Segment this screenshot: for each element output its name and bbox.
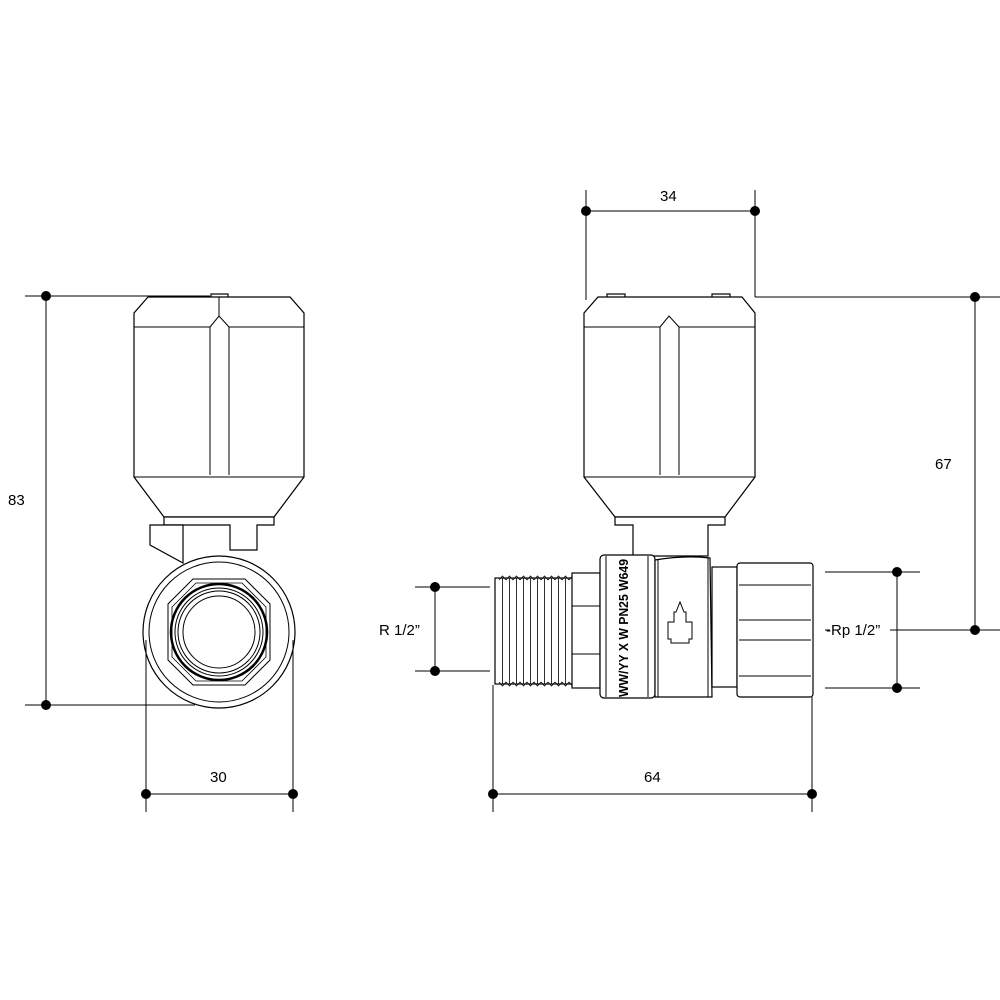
thread-ridge	[505, 575, 514, 687]
thread-ridge	[512, 575, 521, 687]
dim-label-30: 30	[210, 769, 227, 786]
dim-label-67: 67	[935, 456, 952, 473]
thread-ridge	[519, 575, 528, 687]
dim-label-r-half: R 1/2”	[379, 622, 420, 639]
dimension-34: 34	[581, 188, 760, 300]
thread-ridge	[561, 575, 570, 687]
dim-label-34: 34	[660, 188, 677, 205]
front-view-valve	[133, 293, 305, 709]
dim-label-rp-half: -Rp 1/2”	[826, 622, 880, 639]
thread-ridge	[554, 575, 563, 687]
dimension-83: 83	[8, 291, 210, 710]
thread-ridge	[547, 575, 556, 687]
thread-ridge	[540, 575, 549, 687]
dimension-rp-half: -Rp 1/2”	[825, 567, 920, 693]
body-marking: WW/YY X W PN25 W649	[616, 559, 631, 697]
dimension-r-half: R 1/2”	[375, 582, 490, 676]
dim-label-64: 64	[644, 769, 661, 786]
dimension-30: 30	[141, 640, 298, 812]
thread-ridge	[533, 575, 542, 687]
dimension-64: 64	[488, 685, 817, 812]
side-view-valve: WW/YY X W PN25 W649	[494, 293, 814, 699]
dim-label-83: 83	[8, 492, 25, 509]
thread-ridge	[498, 575, 507, 687]
dimension-67: 67	[755, 292, 1000, 635]
thread-ridge	[526, 575, 535, 687]
